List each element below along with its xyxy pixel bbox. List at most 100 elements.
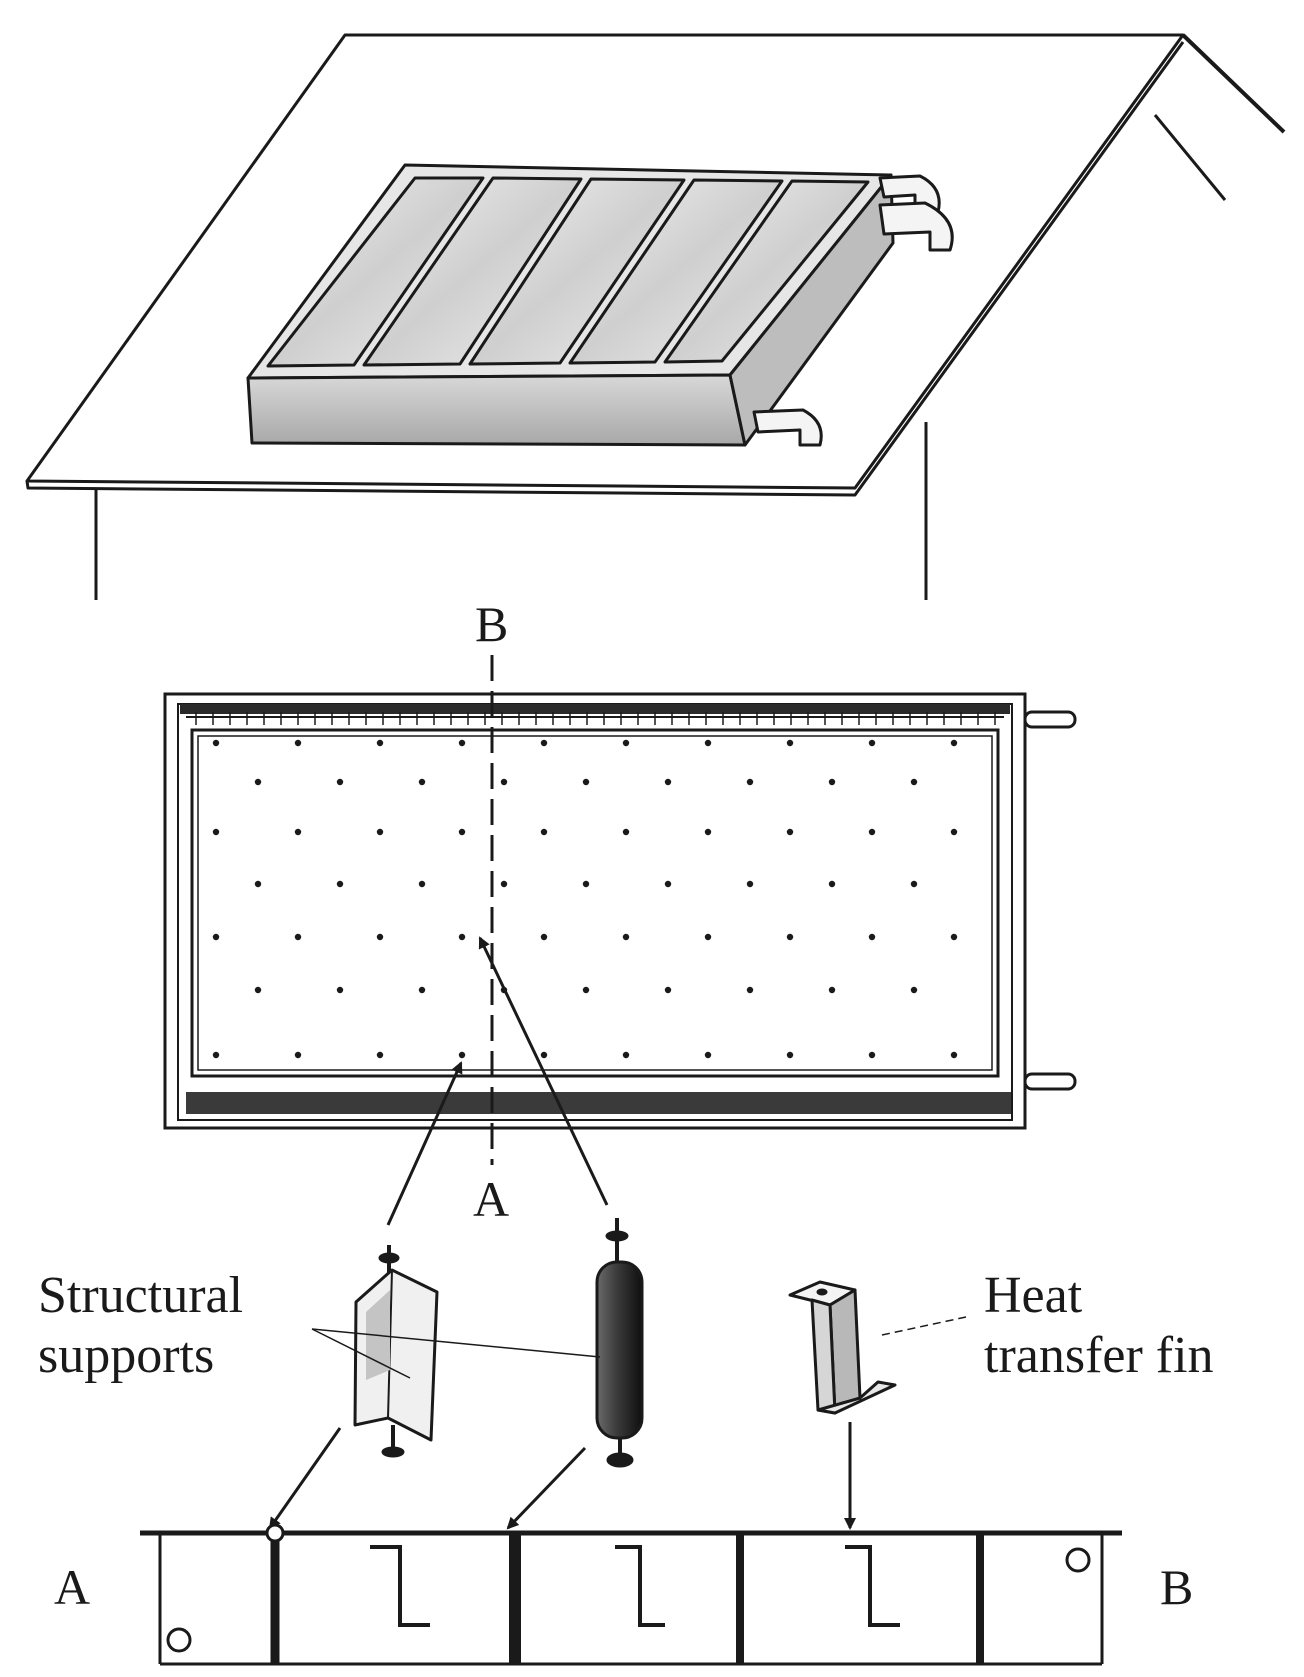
roof-illustration — [25, 33, 1286, 600]
prism-support-illustration — [353, 1245, 439, 1458]
roof-gable — [1153, 114, 1227, 201]
spacer-dot — [212, 828, 220, 836]
tube-body — [595, 1260, 644, 1440]
spacer-dot — [336, 986, 344, 994]
section-view — [140, 1523, 1122, 1666]
spacer-dot — [786, 739, 794, 747]
spacer-dot — [458, 933, 466, 941]
spacer-dot — [540, 739, 548, 747]
glazing-panel-1 — [266, 176, 485, 368]
absorber-plate — [190, 728, 1000, 1078]
spacer-dot — [458, 1051, 466, 1059]
spacer-dot — [622, 739, 630, 747]
tube-support-illustration — [595, 1218, 644, 1468]
spacer-dot — [664, 778, 672, 786]
spacer-dot — [786, 933, 794, 941]
structural-supports-label-line2: supports — [38, 1327, 215, 1384]
spacer-dot — [500, 778, 508, 786]
pipe-fitting-top-2 — [878, 201, 954, 252]
structural-supports-label-line1: Structural — [38, 1267, 244, 1324]
parts-illustration — [353, 1218, 897, 1468]
spacer-dot — [746, 880, 754, 888]
outlet-stubs — [1023, 710, 1077, 1091]
spacer-dot — [910, 880, 918, 888]
spacer-dot — [540, 933, 548, 941]
spacer-dot — [622, 1051, 630, 1059]
spacer-dot — [704, 739, 712, 747]
spacer-dot — [212, 739, 220, 747]
spacer-dot — [294, 1051, 302, 1059]
arrow-prism-to-section — [268, 1427, 342, 1530]
spacer-dot — [458, 828, 466, 836]
fin-hole — [816, 1288, 828, 1296]
spacer-dot — [376, 1051, 384, 1059]
spacer-dot — [254, 986, 262, 994]
spacer-dot — [828, 778, 836, 786]
spacer-dot — [336, 778, 344, 786]
spacer-dot — [582, 778, 590, 786]
header-tube-ticks — [195, 712, 996, 725]
insulation-bottom — [186, 1092, 1011, 1114]
glazing-panel-5 — [663, 179, 870, 364]
glazing-panel-3 — [468, 177, 686, 366]
prism-nut-bottom — [381, 1446, 405, 1458]
plan-view — [163, 655, 1077, 1165]
absorber-plate-inner — [197, 735, 993, 1071]
spacer-dot — [950, 1051, 958, 1059]
arrow-prism-to-plan — [386, 1061, 463, 1226]
prism-nut-top — [378, 1252, 400, 1264]
spacer-dot — [376, 828, 384, 836]
spacer-dot — [376, 739, 384, 747]
glazing-panels — [266, 176, 870, 368]
section-label-bottom-a: A — [473, 1171, 510, 1227]
arrows — [268, 936, 856, 1530]
spacer-dot — [622, 828, 630, 836]
roof-ridge — [1181, 33, 1286, 134]
tube-nut-bottom — [606, 1452, 634, 1468]
section-label-top-b: B — [475, 596, 509, 652]
spacer-dot-grid — [212, 739, 958, 1059]
spacer-dot — [868, 828, 876, 836]
spacer-dot — [828, 880, 836, 888]
roof-fascia — [25, 41, 1185, 497]
section-pipe-left — [166, 1627, 192, 1653]
arrow-tube-to-section — [506, 1446, 587, 1530]
leader-structural-to-prism — [311, 1328, 411, 1379]
spacer-dot — [376, 933, 384, 941]
spacer-dot — [950, 933, 958, 941]
spacer-dot — [254, 880, 262, 888]
outlet-stub-top — [1023, 710, 1077, 729]
spacer-dot — [418, 986, 426, 994]
spacer-dot — [704, 933, 712, 941]
section-fin-3 — [845, 1545, 900, 1627]
spacer-dot — [540, 1051, 548, 1059]
tube-nut-top — [605, 1230, 629, 1242]
collector-3d — [246, 163, 954, 447]
spacer-dot — [294, 828, 302, 836]
spacer-dot — [868, 933, 876, 941]
spacer-dot — [622, 933, 630, 941]
section-fin-1 — [370, 1545, 430, 1627]
spacer-dot — [212, 933, 220, 941]
spacer-dot — [582, 986, 590, 994]
collector-right-side — [728, 173, 895, 447]
spacer-dot — [458, 739, 466, 747]
spacer-dot — [540, 828, 548, 836]
spacer-dot — [704, 828, 712, 836]
spacer-dot — [254, 778, 262, 786]
spacer-dot — [664, 880, 672, 888]
spacer-dot — [950, 739, 958, 747]
heat-transfer-fin-label-line2: transfer fin — [984, 1327, 1214, 1384]
spacer-dot — [828, 986, 836, 994]
spacer-dot — [212, 1051, 220, 1059]
spacer-dot — [582, 880, 590, 888]
spacer-dot — [868, 739, 876, 747]
spacer-dot — [336, 880, 344, 888]
spacer-dot — [294, 933, 302, 941]
spacer-dot — [786, 1051, 794, 1059]
spacer-dot — [664, 986, 672, 994]
spacer-dot — [418, 778, 426, 786]
section-label-left-a: A — [54, 1559, 91, 1615]
spacer-dot — [910, 986, 918, 994]
spacer-dot — [950, 828, 958, 836]
